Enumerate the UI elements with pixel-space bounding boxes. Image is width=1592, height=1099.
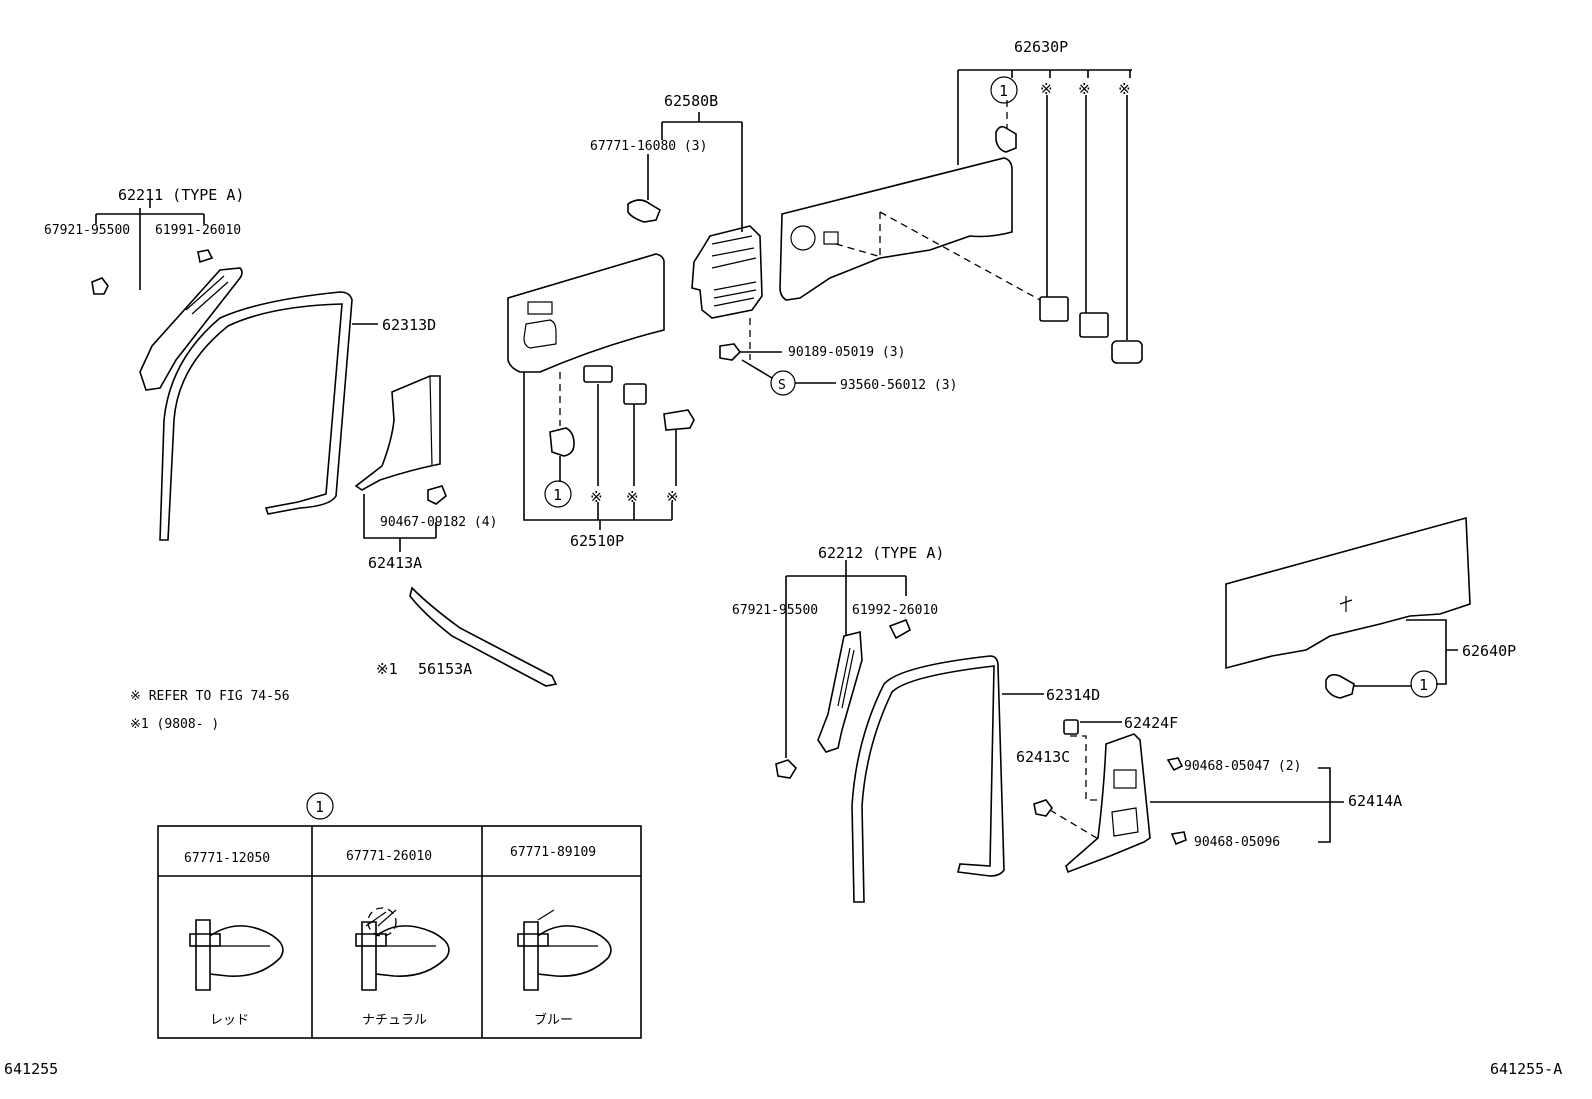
clip-part-number: 67771-26010 [346,849,432,864]
clip-drawing-blue [517,909,612,991]
clip-part-number: 67771-89109 [510,845,596,860]
circle-marker-1: 1 [990,76,1018,104]
clip-icon [197,249,214,264]
screw-icon [1033,799,1053,817]
footer-right-code: 641255-A [1490,1060,1562,1078]
svg-text:1: 1 [553,486,562,504]
part-label[interactable]: 90467-09182 (4) [380,515,497,530]
part-label[interactable]: 62313D [382,316,436,334]
clip-icon [1039,296,1069,322]
screw-icon [1170,831,1187,846]
kome-mark: ※ [1040,80,1053,98]
part-label[interactable]: 90468-05096 [1194,835,1280,850]
svg-text:1: 1 [1419,676,1428,694]
part-label[interactable]: 62424F [1124,714,1178,732]
door-weatherstrip-rear [851,655,1005,903]
kome-mark: ※ [1118,80,1131,98]
clip-color-label: レッド [210,1013,249,1028]
part-label[interactable]: 62212 (TYPE A) [818,544,944,562]
clip-drawing-red [189,919,284,991]
part-label[interactable]: 62413C [1016,748,1070,766]
kome-mark: ※ [626,488,639,506]
part-label[interactable]: 67921-95500 [44,223,130,238]
clip-icon [995,125,1017,153]
clip-icon [549,427,575,457]
clip-icon [583,365,613,383]
screw-icon [427,485,447,505]
part-label[interactable]: 62510P [570,532,624,550]
clip-icon [1325,673,1355,699]
scuff-plate-strip [409,586,558,687]
part-label[interactable]: 62211 (TYPE A) [118,186,244,204]
center-pillar-garnish [817,630,863,753]
star1-mark: ※1 [376,660,398,678]
trim-panel-middle [507,253,665,373]
part-label[interactable]: 90189-05019 (3) [788,345,905,360]
svg-text:1: 1 [999,82,1008,100]
part-label[interactable]: 62640P [1462,642,1516,660]
part-label[interactable]: 61991-26010 [155,223,241,238]
clip-icon [1079,312,1109,338]
cowl-side-trim-front [354,375,441,491]
rear-side-trim-lower [1065,733,1151,874]
part-label[interactable]: 62414A [1348,792,1402,810]
kome-mark: ※ [666,488,679,506]
clip-icon [1111,340,1143,364]
circle-marker-1: 1 [544,480,572,508]
rear-trim-panel-lower [1225,516,1471,670]
kome-mark: ※ [1078,80,1091,98]
part-label[interactable]: 62413A [368,554,422,572]
footer-left-code: 641255 [4,1060,58,1078]
part-label[interactable]: 62314D [1046,686,1100,704]
clip-icon [719,343,742,361]
clip-icon [888,618,912,640]
svg-text:1: 1 [315,798,324,816]
clip-color-label: ブルー [534,1012,573,1028]
part-label[interactable]: 62580B [664,92,718,110]
circle-marker-1: 1 [306,792,334,820]
circle-marker-1: 1 [1410,670,1438,698]
note-1: ※1 (9808- ) [130,717,219,732]
clip-icon [1063,719,1079,735]
clip-drawing-natural [355,907,450,991]
part-label[interactable]: 61992-26010 [852,603,938,618]
part-label[interactable]: 67921-95500 [732,603,818,618]
rear-trim-panel-upper [779,157,1041,301]
part-label[interactable]: 62630P [1014,38,1068,56]
note-refer: ※ REFER TO FIG 74-56 [130,689,290,704]
screw-icon [1166,757,1184,772]
screw-icon [91,277,109,295]
clip-icon [623,383,647,405]
part-label[interactable]: 90468-05047 (2) [1184,759,1301,774]
screw-icon [775,759,798,779]
clip-table: 1 67771-12050 67771-26010 67771-89109 レッ… [157,792,642,1039]
speaker-box-part [691,225,763,319]
s-mark: S [778,378,786,393]
door-weatherstrip-front [159,291,353,541]
clip-color-label: ナチュラル [362,1013,427,1028]
part-label[interactable]: 93560-56012 (3) [840,378,957,393]
kome-mark: ※ [590,488,603,506]
clip-icon [627,199,661,223]
front-pillar-garnish [139,267,243,391]
clip-part-number: 67771-12050 [184,851,270,866]
part-label[interactable]: 56153A [418,660,472,678]
part-label[interactable]: 67771-16080 (3) [590,139,707,154]
clip-icon [663,409,695,431]
